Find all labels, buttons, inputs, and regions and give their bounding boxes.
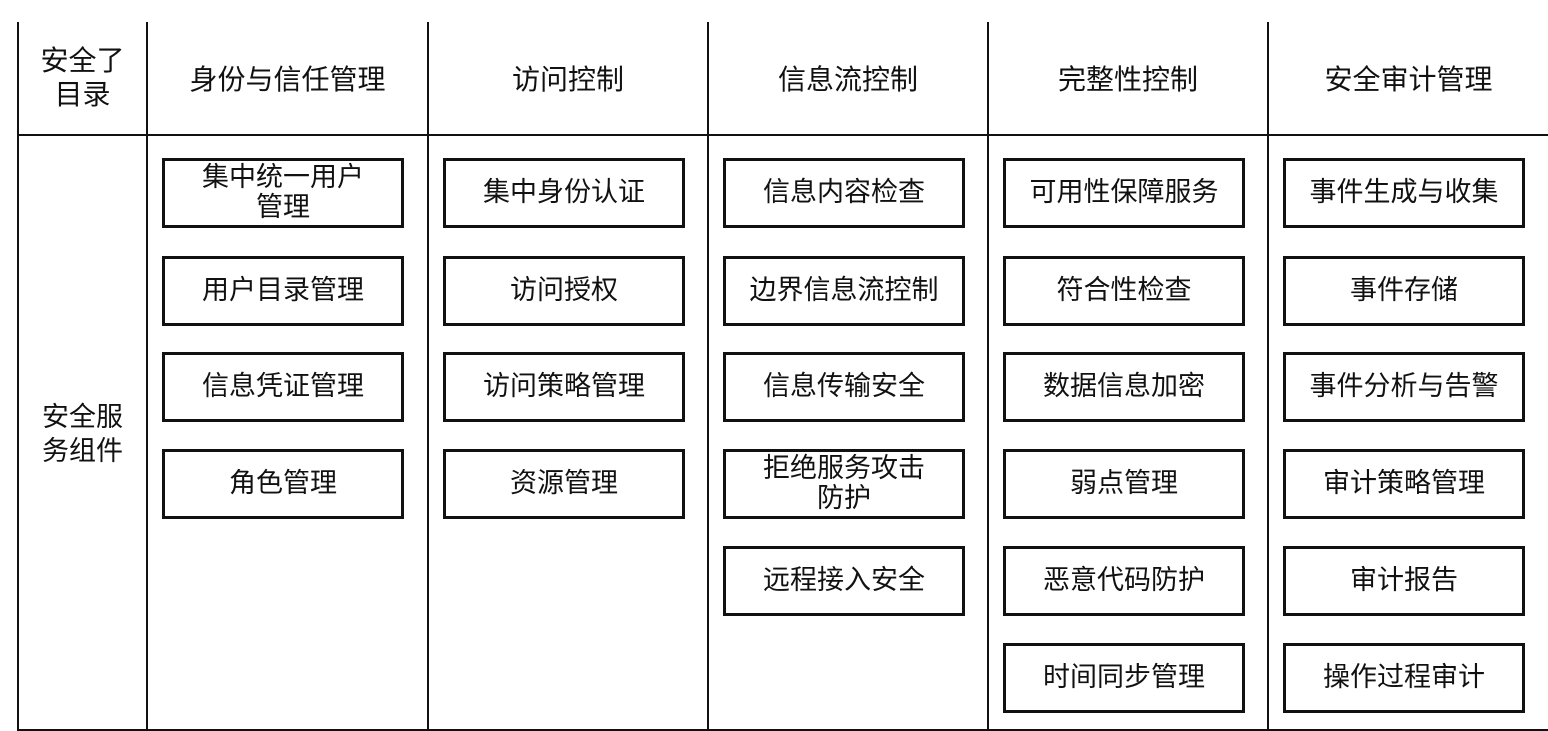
column-divider bbox=[427, 22, 429, 731]
column-divider bbox=[987, 22, 989, 731]
component-box: 拒绝服务攻击 防护 bbox=[723, 449, 965, 519]
component-box: 访问策略管理 bbox=[443, 352, 685, 422]
header-access-control: 访问控制 bbox=[511, 63, 624, 96]
component-box: 符合性检查 bbox=[1003, 256, 1245, 326]
header-security-audit: 安全审计管理 bbox=[1324, 63, 1493, 96]
row-label-security-service-components: 安全服 务组件 bbox=[42, 402, 123, 467]
column-divider bbox=[707, 22, 709, 731]
component-box: 审计策略管理 bbox=[1283, 449, 1525, 519]
component-box: 恶意代码防护 bbox=[1003, 546, 1245, 616]
table-border-left bbox=[17, 22, 19, 731]
component-box: 远程接入安全 bbox=[723, 546, 965, 616]
component-box: 审计报告 bbox=[1283, 546, 1525, 616]
column-divider bbox=[146, 22, 148, 731]
component-box: 集中统一用户 管理 bbox=[162, 158, 404, 228]
component-box: 信息传输安全 bbox=[723, 352, 965, 422]
component-box: 数据信息加密 bbox=[1003, 352, 1245, 422]
component-box: 角色管理 bbox=[162, 449, 404, 519]
component-box: 信息凭证管理 bbox=[162, 352, 404, 422]
header-corner-label: 安全了 目录 bbox=[40, 44, 125, 111]
component-box: 操作过程审计 bbox=[1283, 643, 1525, 713]
component-box: 事件生成与收集 bbox=[1283, 158, 1525, 228]
component-box: 用户目录管理 bbox=[162, 256, 404, 326]
component-box: 弱点管理 bbox=[1003, 449, 1245, 519]
component-box: 可用性保障服务 bbox=[1003, 158, 1245, 228]
component-box: 事件分析与告警 bbox=[1283, 352, 1525, 422]
component-box: 集中身份认证 bbox=[443, 158, 685, 228]
table-border-bottom bbox=[17, 729, 1548, 731]
column-divider bbox=[1267, 22, 1269, 731]
header-divider bbox=[17, 134, 1548, 136]
component-box: 边界信息流控制 bbox=[723, 256, 965, 326]
header-integrity-control: 完整性控制 bbox=[1057, 63, 1198, 96]
header-identity-trust: 身份与信任管理 bbox=[189, 63, 386, 96]
component-box: 信息内容检查 bbox=[723, 158, 965, 228]
header-info-flow-control: 信息流控制 bbox=[777, 63, 918, 96]
component-box: 资源管理 bbox=[443, 449, 685, 519]
component-box: 访问授权 bbox=[443, 256, 685, 326]
component-box: 事件存储 bbox=[1283, 256, 1525, 326]
component-box: 时间同步管理 bbox=[1003, 643, 1245, 713]
